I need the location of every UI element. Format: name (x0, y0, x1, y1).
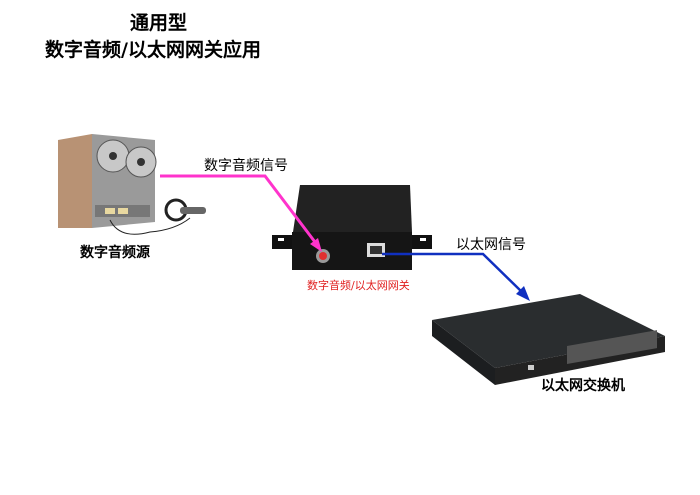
source-label: 数字音频源 (80, 245, 150, 261)
switch-label: 以太网交换机 (541, 378, 625, 394)
tape-recorder-image (58, 134, 206, 235)
audio-signal-line (160, 174, 320, 247)
ethernet-switch-image (432, 294, 665, 385)
ethernet-signal-line (382, 252, 525, 295)
ethernet-arrowhead (516, 286, 530, 301)
title-line2: 数字音频/以太网网关应用 (45, 39, 261, 61)
audio-arrowhead (310, 238, 322, 252)
gateway-label: 数字音频/以太网网关 (307, 279, 410, 292)
ethernet-signal-label: 以太网信号 (456, 237, 526, 253)
gateway-device-image (272, 185, 432, 270)
audio-signal-label: 数字音频信号 (204, 158, 288, 174)
title-line1: 通用型 (130, 12, 188, 34)
